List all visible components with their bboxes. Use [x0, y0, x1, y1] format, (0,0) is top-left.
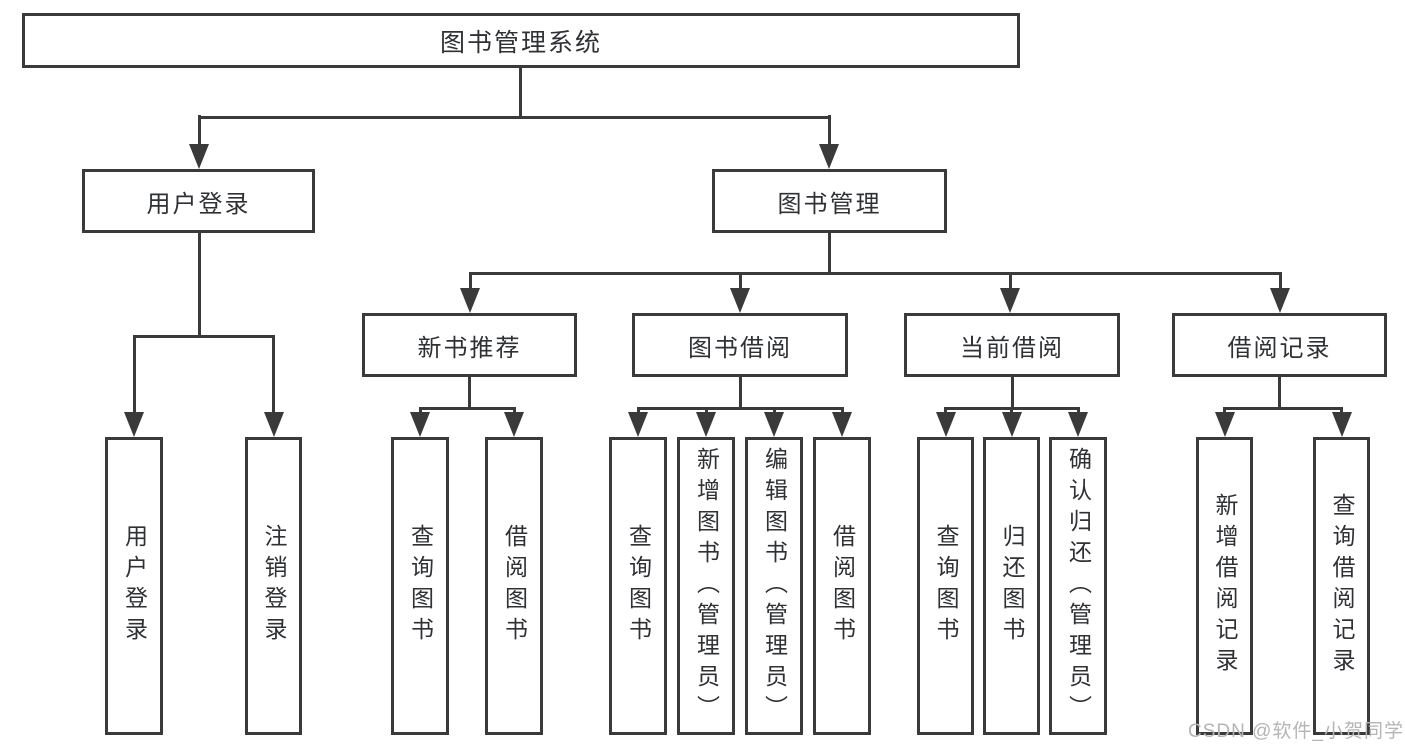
- connector-line: [1223, 407, 1343, 410]
- arrow-down-icon: [1214, 412, 1235, 437]
- arrow-down-icon: [819, 144, 839, 169]
- arrow-down-icon: [504, 412, 524, 437]
- leaf-label: 归还图书: [999, 524, 1025, 648]
- leaf-label: 查询图书: [933, 524, 959, 648]
- connector-line: [272, 335, 275, 418]
- node-user-login: 用户登录: [82, 169, 315, 233]
- node-book-borrow: 图书借阅: [632, 313, 848, 377]
- leaf-user-login: 用户登录: [105, 437, 163, 735]
- leaf-logout: 注销登录: [245, 437, 302, 735]
- arrow-down-icon: [1068, 412, 1088, 437]
- connector-line: [418, 407, 516, 410]
- leaf-label: 注销登录: [261, 524, 287, 648]
- leaf-label: 新增借阅记录: [1212, 493, 1238, 679]
- connector-line: [827, 115, 831, 150]
- leaf-label: 借阅图书: [501, 524, 528, 648]
- arrow-down-icon: [935, 412, 956, 437]
- arrow-down-icon: [832, 412, 852, 437]
- connector-line: [827, 233, 831, 274]
- connector-line: [197, 115, 831, 119]
- node-book-management: 图书管理: [712, 169, 947, 233]
- leaf-query-books-1: 查询图书: [391, 437, 449, 735]
- leaf-confirm-return-admin: 确认归还（管理员）: [1049, 437, 1107, 735]
- arrow-down-icon: [460, 288, 480, 313]
- leaf-return-books: 归还图书: [983, 437, 1040, 735]
- leaf-label: 查询图书: [407, 524, 434, 648]
- leaf-label: 用户登录: [121, 524, 148, 648]
- arrow-down-icon: [628, 412, 648, 437]
- leaf-add-book-admin: 新增图书（管理员）: [677, 437, 735, 735]
- leaf-label: 编辑图书（管理员）: [761, 446, 788, 726]
- leaf-label: 查询图书: [625, 524, 652, 648]
- node-new-book-recommend: 新书推荐: [362, 313, 577, 377]
- arrow-down-icon: [696, 412, 716, 437]
- leaf-label: 查询借阅记录: [1329, 493, 1355, 679]
- connector-line: [1278, 272, 1282, 294]
- arrow-down-icon: [730, 288, 750, 313]
- connector-line: [132, 335, 274, 338]
- arrow-down-icon: [263, 412, 284, 437]
- leaf-add-borrow-record: 新增借阅记录: [1196, 437, 1253, 735]
- connector-line: [518, 68, 522, 118]
- arrow-down-icon: [1270, 288, 1290, 313]
- connector-line: [738, 377, 742, 410]
- leaf-query-books-3: 查询图书: [917, 437, 974, 735]
- watermark: CSDN @软件_小贺同学: [1188, 721, 1404, 742]
- leaf-borrow-books-1: 借阅图书: [485, 437, 543, 735]
- connector-line: [1008, 272, 1012, 294]
- connector-line: [1278, 377, 1281, 410]
- connector-line: [132, 335, 136, 418]
- leaf-label: 新增图书（管理员）: [693, 446, 720, 726]
- connector-line: [197, 115, 201, 150]
- connector-line: [1010, 377, 1014, 410]
- leaf-label: 确认归还（管理员）: [1065, 446, 1092, 726]
- arrow-down-icon: [410, 412, 430, 437]
- connector-line: [738, 272, 742, 294]
- leaf-edit-book-admin: 编辑图书（管理员）: [745, 437, 803, 735]
- leaf-query-books-2: 查询图书: [609, 437, 667, 735]
- connector-line: [468, 377, 471, 410]
- leaf-label: 借阅图书: [829, 524, 856, 648]
- connector-line: [468, 272, 1282, 275]
- leaf-query-borrow-record: 查询借阅记录: [1313, 437, 1370, 735]
- node-borrow-records: 借阅记录: [1172, 313, 1387, 377]
- arrow-down-icon: [124, 412, 144, 437]
- node-current-borrow: 当前借阅: [904, 313, 1120, 377]
- arrow-down-icon: [1331, 412, 1352, 437]
- leaf-borrow-books-2: 借阅图书: [813, 437, 871, 735]
- connector-line: [197, 233, 201, 338]
- node-book-management-system: 图书管理系统: [22, 13, 1020, 68]
- arrow-down-icon: [764, 412, 784, 437]
- arrow-down-icon: [1001, 412, 1022, 437]
- connector-line: [636, 407, 844, 410]
- arrow-down-icon: [189, 144, 209, 169]
- arrow-down-icon: [1000, 288, 1020, 313]
- connector-line: [468, 272, 472, 294]
